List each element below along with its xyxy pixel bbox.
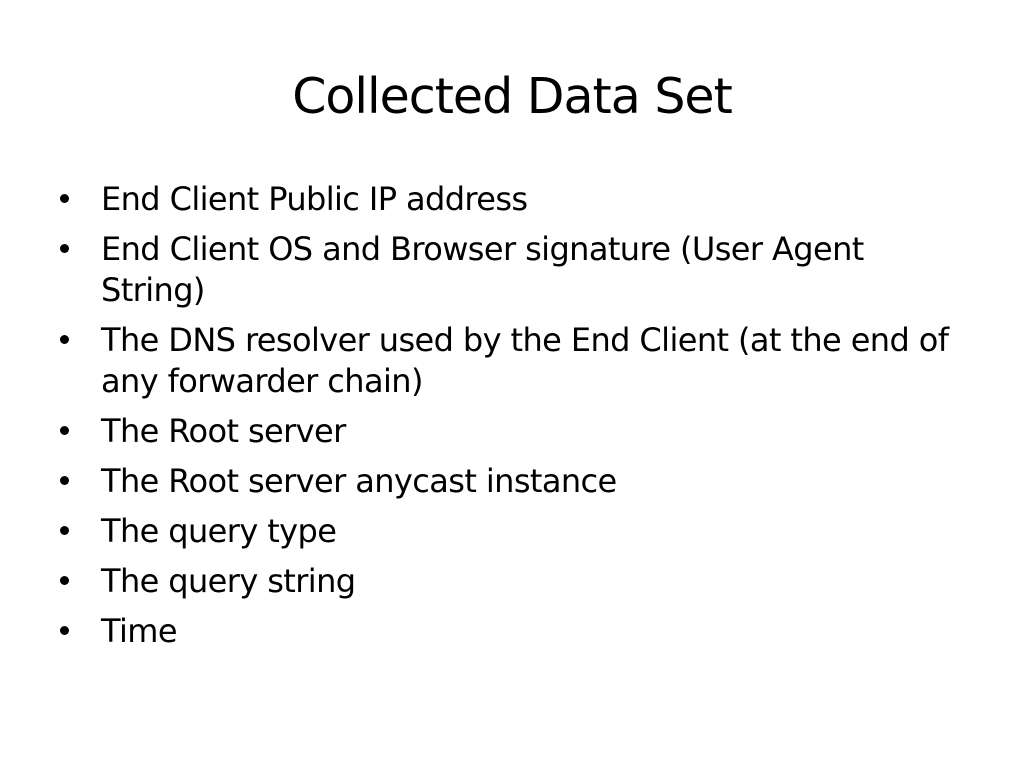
- bullet-item: End Client OS and Browser signature (Use…: [58, 229, 958, 311]
- bullet-text: End Client Public IP address: [101, 180, 528, 218]
- bullet-item: End Client Public IP address: [58, 179, 958, 220]
- bullet-text: The Root server anycast instance: [101, 462, 617, 500]
- bullet-item: The Root server: [58, 411, 958, 452]
- bullet-item: The DNS resolver used by the End Client …: [58, 320, 958, 402]
- bullet-dot-icon: [60, 526, 69, 535]
- bullet-item: Time: [58, 611, 958, 652]
- bullet-dot-icon: [60, 426, 69, 435]
- slide-title: Collected Data Set: [292, 68, 733, 125]
- bullet-dot-icon: [60, 476, 69, 485]
- bullet-dot-icon: [60, 335, 69, 344]
- bullet-item: The query type: [58, 511, 958, 552]
- bullet-text: The DNS resolver used by the End Client …: [101, 321, 949, 400]
- bullet-dot-icon: [60, 194, 69, 203]
- bullet-list: End Client Public IP address End Client …: [58, 179, 958, 661]
- bullet-text: The Root server: [101, 412, 346, 450]
- bullet-text: The query type: [101, 512, 337, 550]
- bullet-item: The Root server anycast instance: [58, 461, 958, 502]
- bullet-dot-icon: [60, 244, 69, 253]
- bullet-text: The query string: [101, 562, 356, 600]
- bullet-item: The query string: [58, 561, 958, 602]
- bullet-dot-icon: [60, 626, 69, 635]
- bullet-dot-icon: [60, 576, 69, 585]
- bullet-text: End Client OS and Browser signature (Use…: [101, 230, 864, 309]
- bullet-text: Time: [101, 612, 178, 650]
